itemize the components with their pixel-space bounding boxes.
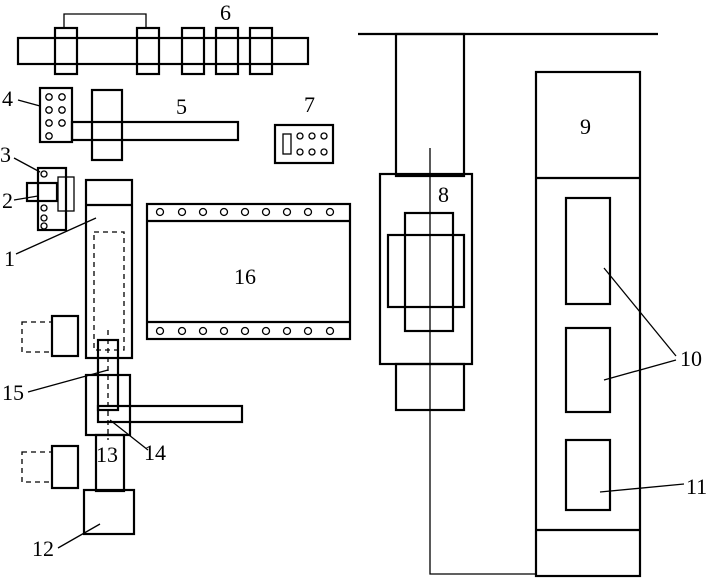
ghost-unit-lower: [21, 444, 80, 490]
label-3: 3: [0, 142, 11, 167]
label-13: 13: [96, 442, 118, 467]
label-7: 7: [304, 92, 315, 117]
label-1: 1: [4, 246, 15, 271]
label-15: 15: [2, 380, 24, 405]
label-11: 11: [686, 474, 707, 499]
component-16-conveyor: [145, 202, 352, 341]
label-8: 8: [438, 182, 449, 207]
label-16: 16: [234, 264, 256, 289]
label-14: 14: [144, 440, 166, 465]
component-7-panel: [273, 123, 335, 165]
label-12: 12: [32, 536, 54, 561]
label-5: 5: [176, 94, 187, 119]
label-4: 4: [2, 86, 13, 111]
label-9: 9: [580, 114, 591, 139]
label-6: 6: [220, 0, 231, 25]
component-5-arm: [70, 88, 240, 162]
component-8-carriage: [358, 32, 658, 575]
component-2-3-device: [25, 166, 75, 232]
component-6-shaft: [16, 13, 310, 76]
component-9-rack: [534, 70, 642, 578]
label-10: 10: [680, 346, 702, 371]
component-1-column: [84, 178, 134, 360]
leader-lines: [13, 99, 685, 549]
label-2: 2: [2, 188, 13, 213]
component-13-lower-column: [82, 330, 244, 536]
ghost-unit-upper: [21, 314, 80, 358]
component-4-block: [38, 86, 74, 144]
